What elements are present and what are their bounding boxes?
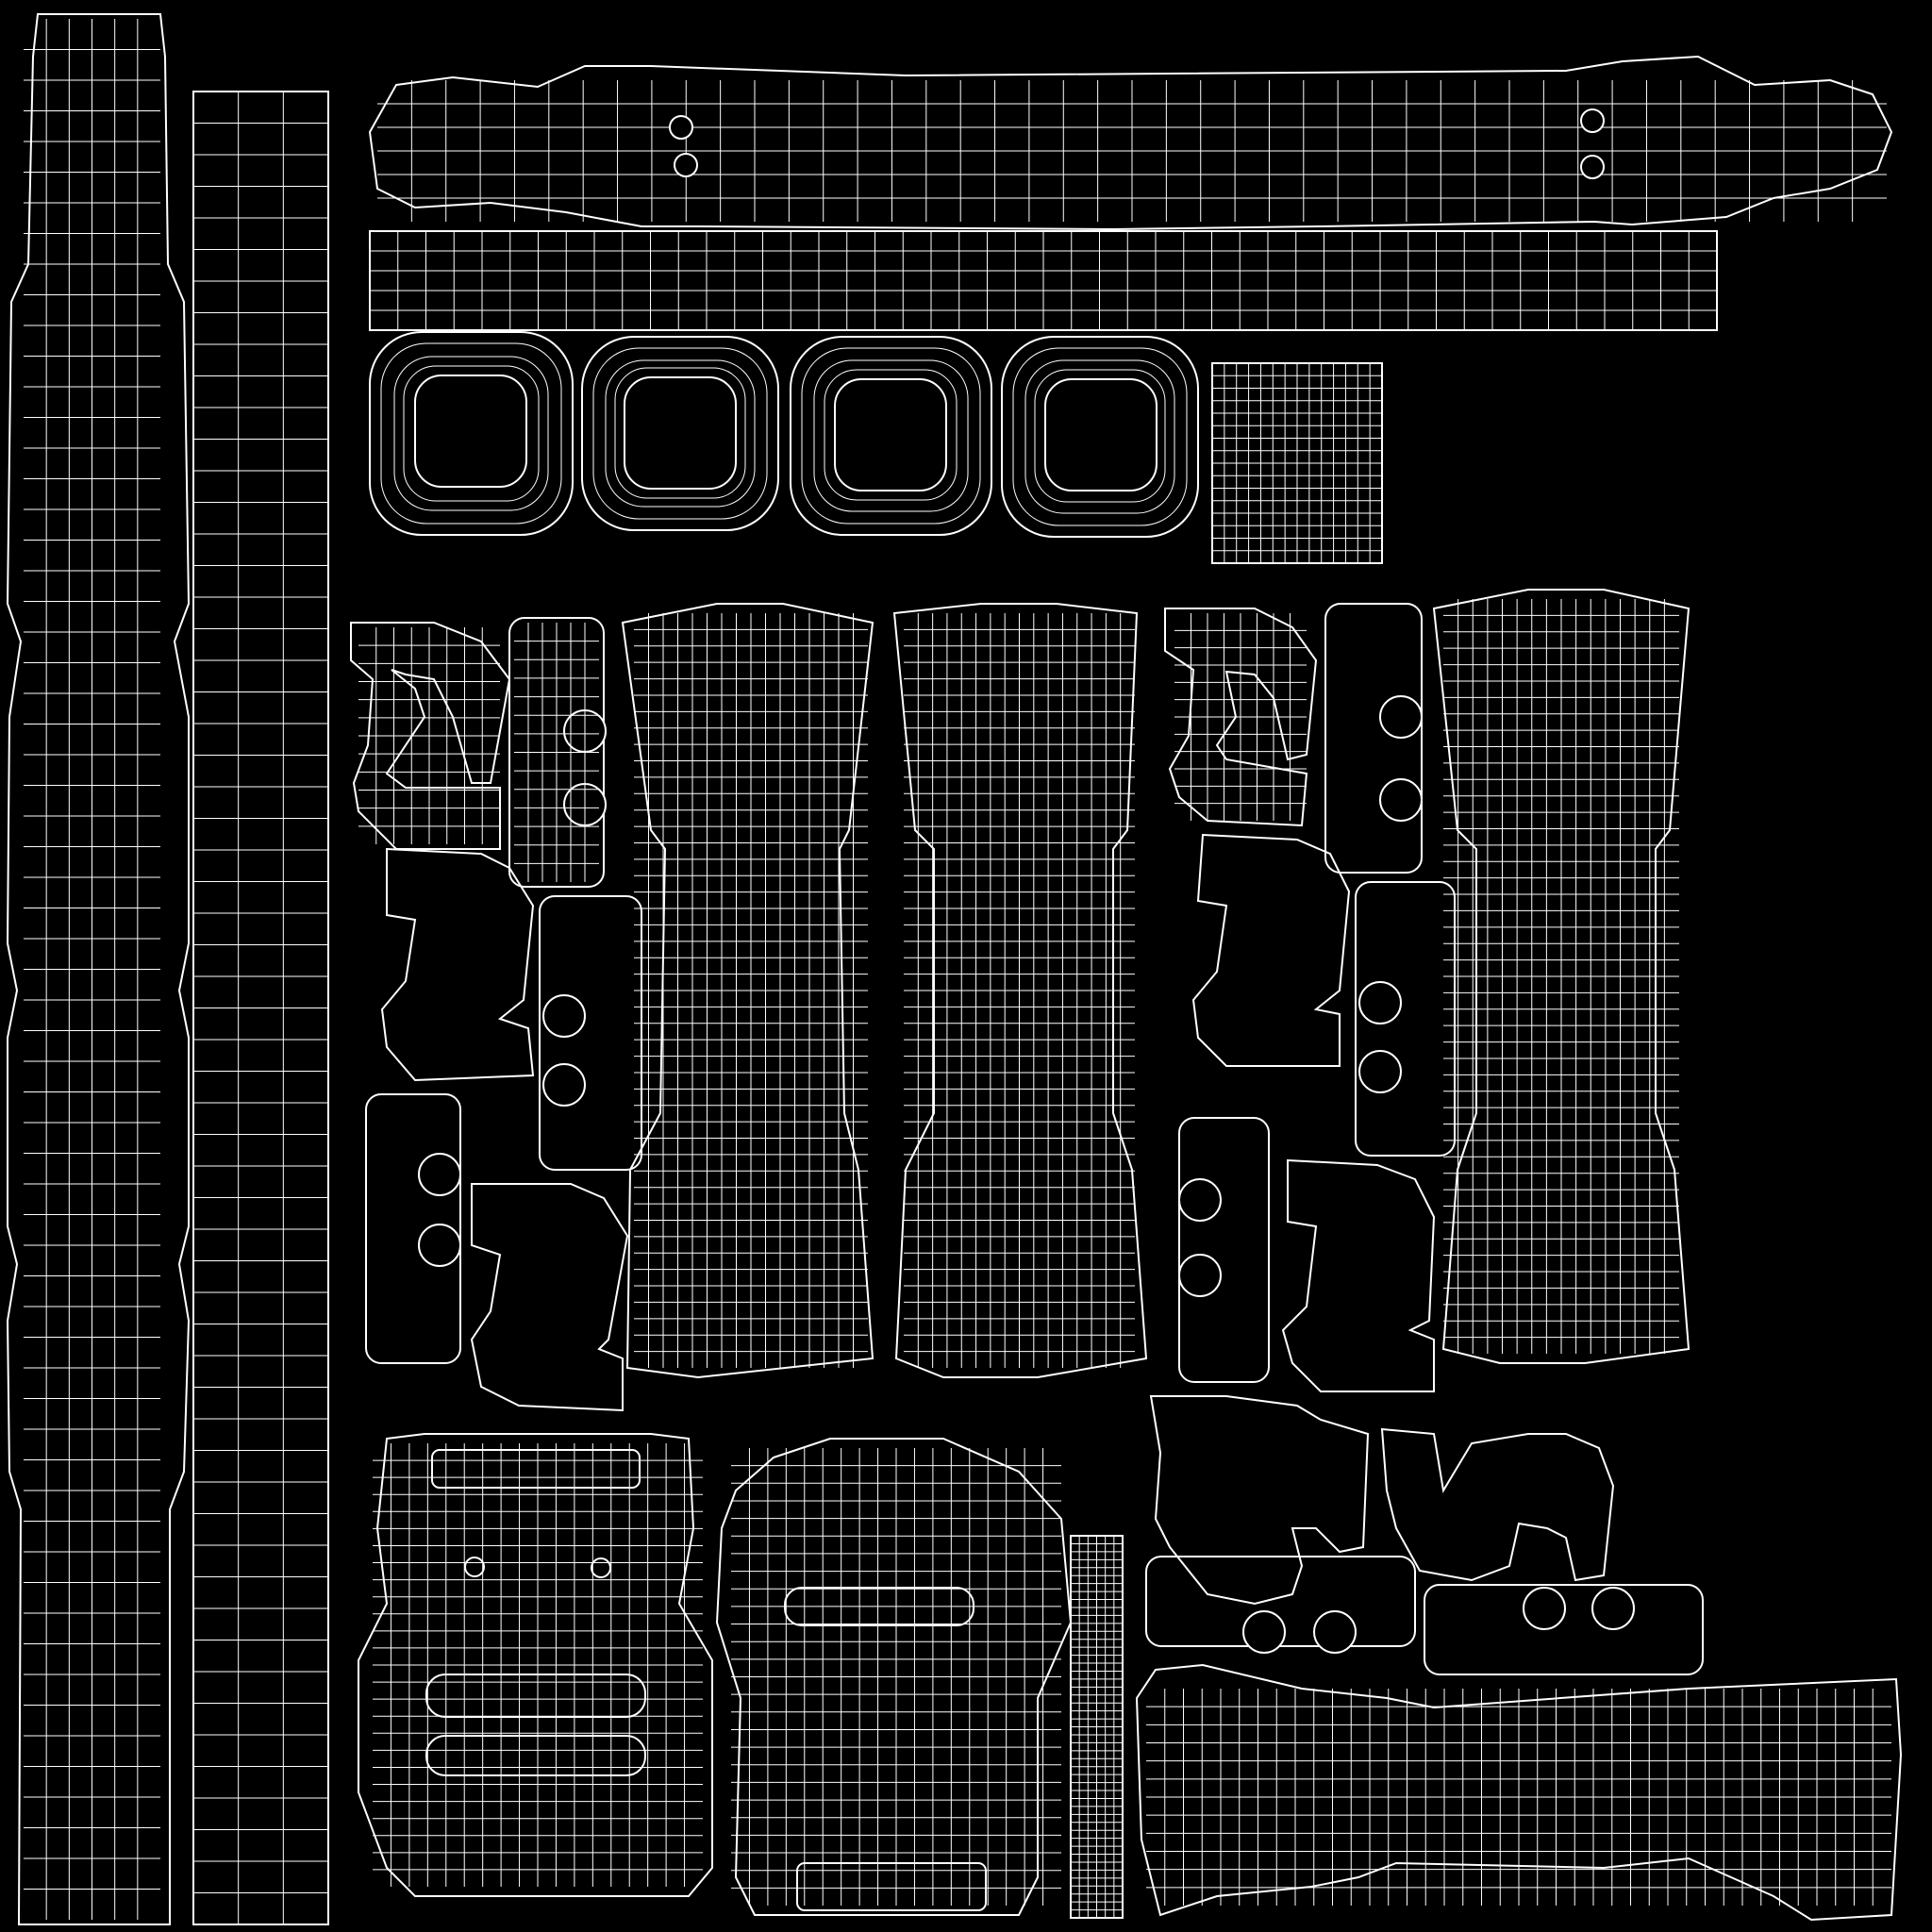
left-grid-strip-shell (192, 91, 329, 1925)
left-long-strip-shell (6, 13, 191, 1925)
tall-body-shell-1 (621, 603, 874, 1379)
small-square-grid-shell (1211, 362, 1383, 564)
ring-shell-1 (369, 331, 574, 536)
top-handle-shell (368, 55, 1893, 231)
narrow-vertical-strip-shell (1070, 1535, 1124, 1919)
buckle-shell-1 (358, 1433, 713, 1897)
bracket-shell-group-right (1149, 608, 1615, 1606)
top-thin-strip-shell (369, 230, 1718, 331)
bracket-shell-group-left (350, 622, 629, 1412)
top-handle-pin-holes (669, 108, 1605, 179)
tall-body-shell-3 (1432, 589, 1690, 1364)
bottom-right-handle-shell (1135, 1663, 1903, 1922)
ring-shell-2 (581, 336, 779, 531)
ring-shell-4 (1001, 336, 1199, 538)
ring-shell-3 (790, 336, 992, 536)
buckle-shell-2 (715, 1438, 1073, 1916)
link-plate-shells (365, 603, 1704, 1675)
tall-body-shell-2 (892, 603, 1148, 1378)
